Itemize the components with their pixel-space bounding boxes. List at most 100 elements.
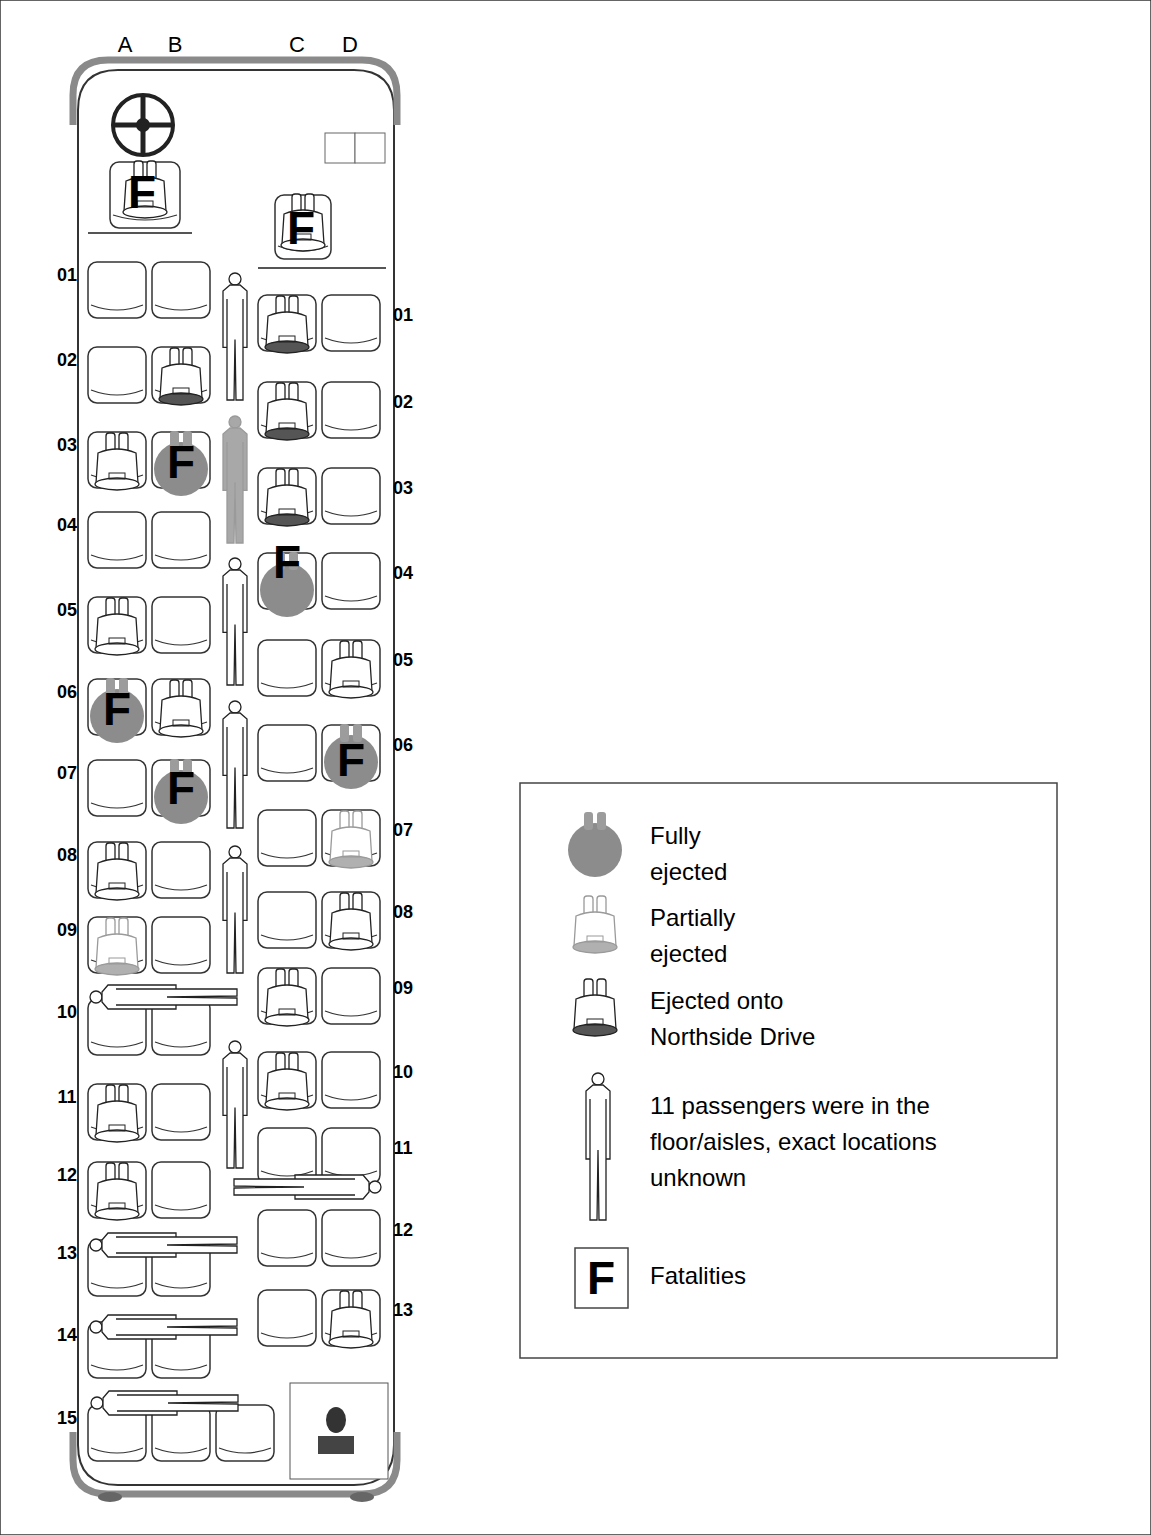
row-number: 04	[393, 564, 413, 582]
legend-text: Fully ejected	[650, 818, 780, 890]
row-number: 09	[393, 979, 413, 997]
occupant-belt	[109, 638, 125, 644]
seat-cushion	[258, 892, 316, 948]
row-number: 13	[57, 1244, 77, 1262]
seat-cushion	[216, 1405, 274, 1461]
person-head	[229, 846, 241, 858]
seated-occupant	[95, 1085, 139, 1142]
seat	[258, 1210, 316, 1266]
seated-occupant	[265, 1053, 309, 1110]
seat-edge	[261, 1253, 313, 1258]
seat-cushion	[110, 162, 180, 228]
seat-cushion	[258, 810, 316, 866]
occupant-belt	[173, 720, 189, 726]
person-body	[223, 1053, 247, 1168]
fatality-mark: F	[287, 205, 315, 251]
console-box	[325, 133, 355, 163]
seat	[258, 892, 316, 948]
seated-occupant	[329, 811, 373, 868]
bus-body	[78, 70, 394, 1485]
row-number: 12	[57, 1166, 77, 1184]
seated-occupant	[95, 598, 139, 655]
seat	[322, 1210, 380, 1266]
row-number: 11	[57, 1088, 76, 1106]
seat	[88, 512, 146, 568]
seat-cushion	[258, 1210, 316, 1266]
seated-occupant	[329, 641, 373, 698]
row-number: 09	[57, 921, 77, 939]
seat-edge	[155, 1283, 207, 1288]
seat-cushion	[258, 725, 316, 781]
seat	[110, 162, 180, 228]
row-number: 06	[57, 683, 77, 701]
occupant-base	[95, 478, 139, 490]
person-gray	[223, 416, 247, 543]
seat	[152, 597, 210, 653]
occupant-belt	[343, 681, 359, 687]
person-figure	[223, 558, 247, 685]
person-body	[234, 1175, 369, 1199]
seat-edge	[91, 555, 143, 560]
occupant-belt	[587, 1019, 603, 1025]
occupant-belt	[109, 883, 125, 889]
occupant-belt	[109, 1125, 125, 1131]
seat-cushion	[258, 1290, 316, 1346]
seated-occupant	[265, 469, 309, 526]
occupant-base	[265, 1098, 309, 1110]
seated-occupant	[95, 1163, 139, 1220]
legend-sample-box	[575, 1248, 628, 1308]
occupant-base	[95, 643, 139, 655]
seat-edge	[155, 305, 207, 310]
seat-cushion	[322, 1052, 380, 1108]
person-head	[369, 1181, 381, 1193]
seat	[258, 810, 316, 866]
seat-edge	[261, 1333, 313, 1338]
seat	[88, 760, 146, 816]
seat-edge	[155, 960, 207, 965]
fatality-mark: F	[337, 737, 365, 783]
seat	[152, 842, 210, 898]
seated-occupant	[281, 194, 325, 251]
seat-edge	[91, 1283, 143, 1288]
person-head	[592, 1073, 604, 1085]
person-head	[229, 416, 241, 428]
seated-occupant	[123, 161, 167, 218]
seat-cushion	[88, 262, 146, 318]
seat-layer	[88, 161, 622, 1461]
seated-occupant	[573, 896, 617, 953]
seat	[88, 347, 146, 403]
occupant-belt	[109, 958, 125, 964]
fatality-mark: F	[103, 686, 131, 732]
seat-edge	[325, 425, 377, 430]
row-number: 10	[57, 1003, 77, 1021]
person-body	[223, 285, 247, 400]
person-head	[229, 1041, 241, 1053]
occupant-base	[95, 963, 139, 975]
seated-occupant	[95, 918, 139, 975]
seat-edge	[261, 683, 313, 688]
toilet-icon	[318, 1436, 354, 1454]
seat-edge	[91, 803, 143, 808]
occupant-base	[265, 1014, 309, 1026]
legend-box	[520, 783, 1057, 1358]
occupant-leg	[584, 812, 593, 830]
seated-occupant	[573, 979, 617, 1036]
person-body	[586, 1085, 610, 1220]
seated-occupant	[329, 1291, 373, 1348]
person-figure	[234, 1175, 381, 1199]
seat-edge	[325, 1095, 377, 1100]
seat-cushion	[152, 1084, 210, 1140]
row-number: 01	[57, 266, 77, 284]
occupant-belt	[173, 388, 189, 394]
occupant-base	[573, 941, 617, 953]
person-head	[91, 1397, 103, 1409]
person-figure	[91, 1391, 238, 1415]
console-box	[355, 133, 385, 163]
person-figure	[90, 1315, 237, 1339]
seated-occupant	[154, 759, 208, 824]
fatality-mark: F	[128, 169, 156, 215]
occupant-belt	[343, 851, 359, 857]
seat	[258, 640, 316, 696]
occupant-base	[329, 938, 373, 950]
seated-occupant	[265, 383, 309, 440]
